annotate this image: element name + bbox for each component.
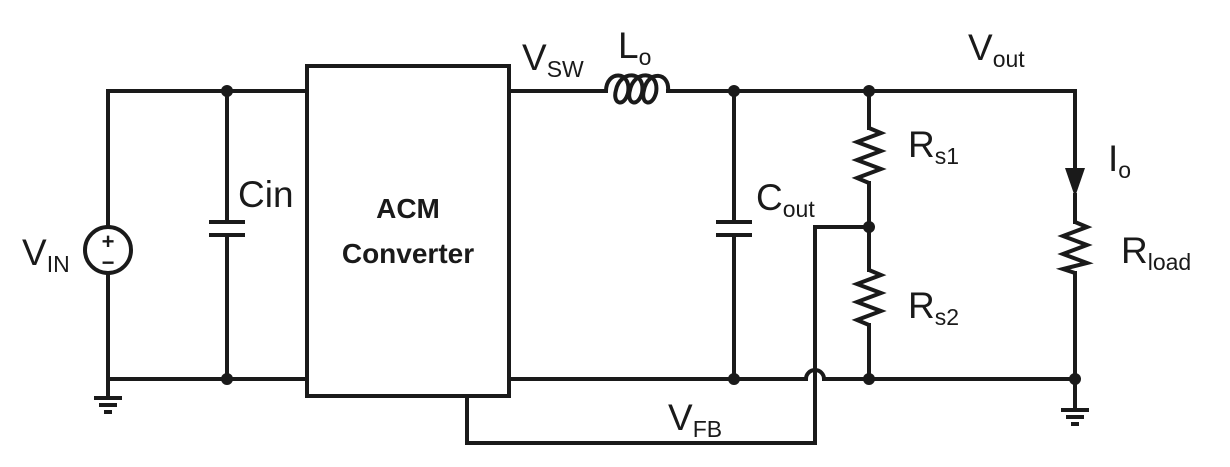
acm-converter-block: ACM Converter [305,64,511,398]
rs2-resistor [851,268,887,327]
rs1-label: Rs1 [908,124,959,169]
vfb-label: VFB [668,397,722,442]
cout-capacitor [716,220,752,237]
cin-label: Cin [238,174,294,215]
voltage-source-symbol [83,225,133,275]
rs2-label: Rs2 [908,285,959,330]
cin-capacitor [209,220,245,237]
rload-zigzag [1055,220,1094,275]
inductor-lo [604,73,671,105]
converter-box [305,64,511,398]
ground-right-icon [1061,408,1089,426]
rs2-zigzag [851,268,887,327]
vout-label: Vout [968,27,1025,72]
io-label: Io [1108,138,1131,183]
inductor-coil [604,73,671,105]
rs1-resistor [851,126,887,185]
lo-label: Lo [618,25,651,70]
converter-label-line2: Converter [342,238,474,269]
vsw-label: VSW [522,37,584,82]
minus-sign: − [102,250,115,275]
junction-dots [221,85,1081,385]
rload-resistor [1055,220,1094,275]
cout-label: Cout [756,177,815,222]
feedback-wire [465,225,871,445]
vin-source: + − [83,225,133,275]
io-arrow-icon [1065,168,1085,197]
plus-sign: + [102,229,115,254]
ground-left-icon [94,396,122,414]
converter-label-line1: ACM [376,193,440,224]
rs1-zigzag [851,126,887,185]
rload-label: Rload [1121,230,1191,275]
vin-label: VIN [22,232,70,277]
